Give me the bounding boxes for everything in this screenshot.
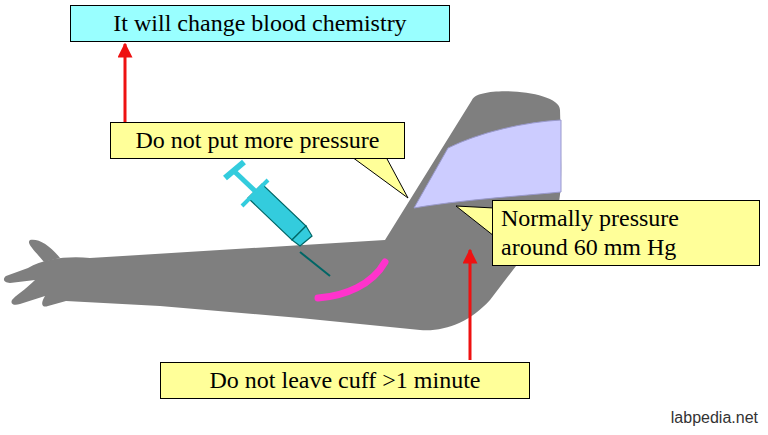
callout-box: Do not leave cuff >1 minute bbox=[160, 362, 530, 399]
pointer-arrow bbox=[469, 250, 472, 360]
syringe bbox=[225, 162, 330, 276]
watermark: labpedia.net bbox=[671, 409, 758, 427]
callout-tail bbox=[456, 206, 494, 236]
callout-text: Do not leave cuff >1 minute bbox=[169, 366, 521, 395]
callout-tail bbox=[352, 157, 408, 198]
callout-text: Normally pressure around 60 mm Hg bbox=[501, 204, 751, 262]
warning-box: It will change blood chemistry bbox=[70, 5, 450, 42]
callout-box: Do not put more pressure bbox=[110, 122, 405, 159]
tourniquet-cuff bbox=[414, 120, 561, 208]
callout-text: It will change blood chemistry bbox=[79, 9, 441, 38]
vein bbox=[318, 262, 385, 298]
arm-silhouette bbox=[4, 91, 561, 330]
callout-text: Do not put more pressure bbox=[119, 126, 396, 155]
pointer-arrow bbox=[124, 44, 127, 122]
arm-thumb bbox=[29, 240, 60, 262]
callout-box: Normally pressure around 60 mm Hg bbox=[492, 200, 760, 266]
